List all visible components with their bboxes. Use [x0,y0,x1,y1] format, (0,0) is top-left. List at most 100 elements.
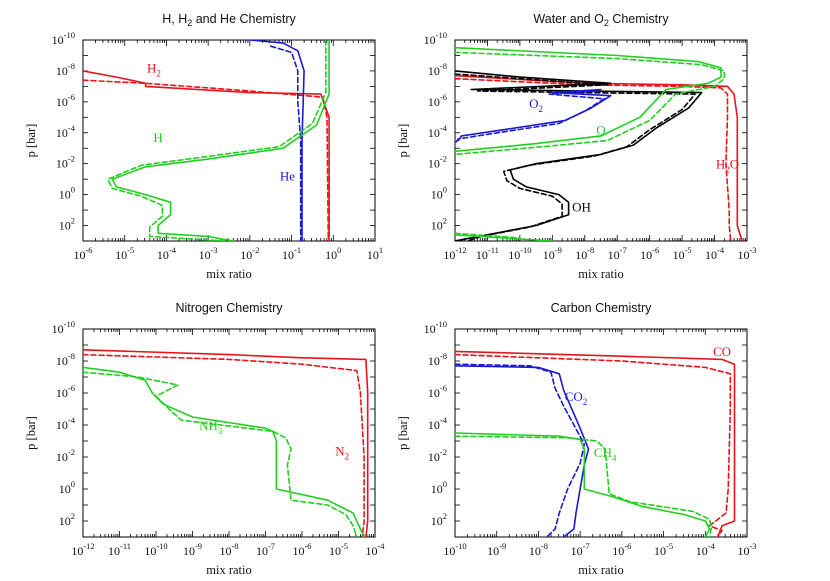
y-tick-exponent: 2 [71,216,75,226]
x-tick-exponent: -7 [268,541,275,551]
y-tick-label: 100 [431,479,447,496]
series-oh-dashed [455,73,696,241]
x-tick-label: 10-5 [654,541,673,558]
y-tick-label: 102 [59,216,75,233]
plot-frame [82,39,376,242]
series-label-co2: CO2 [565,389,588,407]
title-text: Water and O [533,12,604,26]
y-tick-exponent: -6 [68,92,75,102]
y-tick-label: 10-6 [56,383,75,400]
y-tick-label: 10-8 [56,61,75,78]
y-tick-exponent: -8 [440,351,447,361]
x-tick-label: 10-4 [157,245,177,262]
panel-title: H, H2 and He Chemistry [162,12,296,28]
x-tick-exponent: -5 [666,541,673,551]
x-tick-exponent: -8 [231,541,238,551]
x-tick-exponent: -6 [85,245,92,255]
x-tick-label: 101 [367,245,383,262]
y-tick-label: 100 [59,479,75,496]
x-axis-label: mix ratio [206,267,251,281]
curves [455,350,736,537]
series-n2-solid [83,349,369,537]
x-tick-label: 10-12 [443,245,466,262]
x-tick-exponent: -5 [341,541,348,551]
y-tick-label: 10-4 [56,123,76,140]
series-co2-solid [455,365,590,537]
x-tick-label: 10-6 [73,245,92,262]
x-tick-label: 10-7 [571,541,590,558]
x-tick-label: 100 [325,245,341,262]
x-axis-label: mix ratio [206,563,251,577]
series-label-n2: N2 [335,443,349,461]
series-nh3-solid [83,366,365,537]
series-h-dashed [107,40,327,241]
series-h2o-dashed [455,77,732,241]
x-tick-label: 10-4 [705,245,725,262]
x-tick-exponent: -9 [195,541,202,551]
series-ch4-solid [455,432,711,537]
y-tick-label: 102 [59,511,75,528]
y-tick-exponent: 2 [71,511,75,521]
y-axis-label: p [bar] [24,416,38,450]
y-tick-label: 10-8 [428,351,447,368]
title-subscript: 2 [604,18,609,28]
series-label-nh3: NH3 [199,418,223,436]
x-tick-label: 10-3 [199,245,218,262]
x-tick-exponent: -6 [624,541,631,551]
series-label-o2: O2 [529,96,543,114]
x-tick-exponent: -7 [583,541,590,551]
panel-title: Nitrogen Chemistry [176,301,284,315]
y-tick-label: 10-2 [428,154,447,171]
y-tick-label: 10-10 [424,319,447,336]
series-h2o-solid [455,74,743,241]
series-nh3-dashed [83,371,358,537]
y-tick-exponent: -4 [440,415,448,425]
y-tick-label: 10-8 [56,351,75,368]
x-tick-label: 10-10 [508,245,531,262]
title-subscript: 2 [187,18,192,28]
y-tick-exponent: 0 [443,185,447,195]
series-label-h: H [153,130,162,145]
y-tick-exponent: 0 [71,185,75,195]
x-tick-label: 10-7 [256,541,275,558]
x-tick-label: 10-6 [292,541,311,558]
x-tick-exponent: -6 [652,245,659,255]
series-n2-dashed [83,353,365,537]
x-tick-exponent: -3 [749,541,756,551]
x-tick-label: 10-3 [737,541,756,558]
y-tick-label: 10-2 [56,154,75,171]
series-h-solid [111,40,330,241]
x-tick-label: 10-4 [696,541,716,558]
x-tick-exponent: -4 [717,245,725,255]
x-tick-exponent: -9 [499,541,506,551]
x-tick-exponent: -4 [377,541,385,551]
title-text: Nitrogen Chemistry [176,301,284,315]
series-label-o: O [596,122,605,137]
x-tick-label: 10-4 [365,541,385,558]
title-text: H, H [162,12,187,26]
series-o-solid-branch [455,234,554,241]
x-tick-label: 10-2 [240,245,259,262]
y-tick-label: 100 [431,185,447,202]
x-axis-label: mix ratio [578,563,623,577]
title-text-rest: and He Chemistry [192,12,296,26]
y-tick-label: 10-4 [56,415,76,432]
x-tick-label: 10-7 [608,245,627,262]
x-tick-label: 10-5 [673,245,692,262]
y-tick-label: 10-6 [428,383,447,400]
x-tick-exponent: -10 [455,541,466,551]
x-tick-exponent: -1 [294,245,301,255]
y-tick-exponent: -10 [64,319,75,329]
x-tick-label: 10-11 [108,541,131,558]
x-tick-label: 10-12 [71,541,94,558]
series-label-h2o: H2O [716,156,739,174]
y-tick-label: 100 [59,185,75,202]
series-he-dashed [269,45,302,241]
series-co2-dashed [455,363,586,537]
series-label-ch4: CH4 [594,445,617,463]
plot-frame [454,39,748,242]
y-tick-exponent: 2 [443,511,447,521]
